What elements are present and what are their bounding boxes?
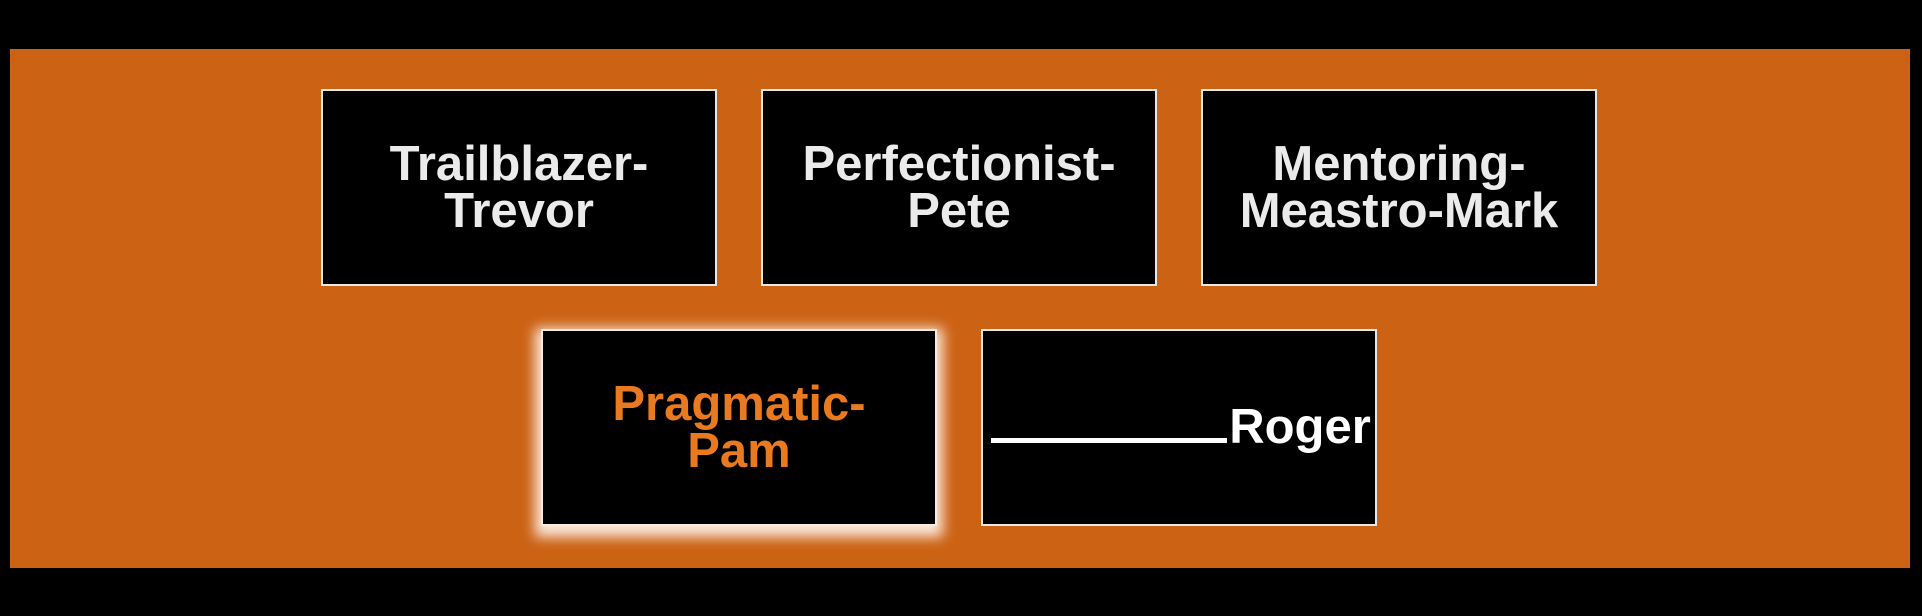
answer-blank-line	[991, 438, 1228, 443]
answer-blank-card[interactable]: Roger	[981, 329, 1377, 526]
option-card-mentoring-meastro-mark[interactable]: Mentoring- Meastro-Mark	[1201, 89, 1597, 286]
answer-suffix: Roger	[1229, 400, 1371, 454]
option-label: Trailblazer- Trevor	[389, 136, 649, 238]
option-card-trailblazer-trevor[interactable]: Trailblazer- Trevor	[321, 89, 717, 286]
option-panel: Trailblazer- Trevor Perfectionist- Pete …	[10, 49, 1910, 568]
option-label: Perfectionist- Pete	[802, 136, 1116, 238]
option-label: Mentoring- Meastro-Mark	[1239, 136, 1559, 238]
option-card-pragmatic-pam[interactable]: Pragmatic- Pam	[541, 329, 937, 526]
option-label-selected: Pragmatic- Pam	[612, 376, 866, 478]
option-card-perfectionist-pete[interactable]: Perfectionist- Pete	[761, 89, 1157, 286]
answer-blank-text: Roger	[987, 403, 1371, 452]
